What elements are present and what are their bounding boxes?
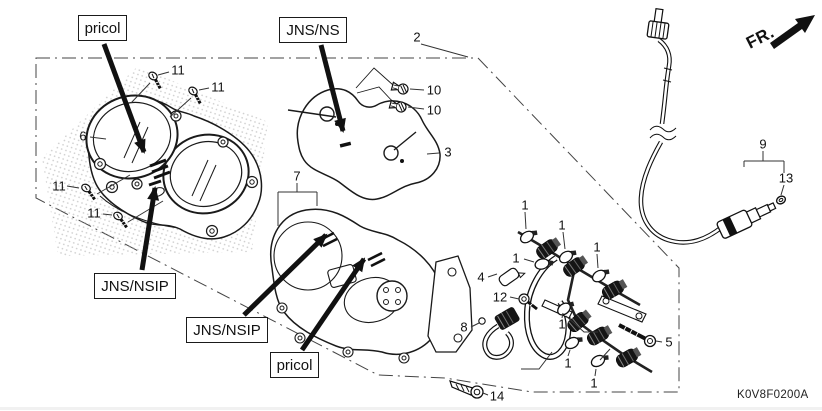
- screw-part12: [518, 293, 538, 311]
- meter-panel-jns-ns: [287, 67, 441, 201]
- callout-box-pricol-top: pricol: [78, 15, 127, 41]
- callout-box-pricol-bottom: pricol: [270, 352, 319, 378]
- part-number-11[interactable]: 11: [52, 178, 66, 194]
- meter-assembly-front: [85, 94, 263, 240]
- part-number-1[interactable]: 1: [590, 375, 598, 391]
- cap-part4: [498, 267, 526, 287]
- part-number-1[interactable]: 1: [564, 355, 572, 371]
- speedometer-cable: [638, 7, 787, 245]
- part-number-11[interactable]: 11: [171, 62, 185, 78]
- mounting-tabs: [93, 110, 259, 238]
- front-meter-target-marks: [148, 158, 171, 187]
- callout-box-jns-nsip-center: JNS/NSIP: [186, 317, 268, 343]
- callout-arrows: [101, 43, 367, 352]
- panel-target-mark: [339, 141, 352, 148]
- part-number-7[interactable]: 7: [293, 168, 301, 184]
- part-number-10[interactable]: 10: [426, 102, 442, 118]
- diagram-part-code: K0V8F0200A: [737, 389, 809, 401]
- group-boundary-chain-line: [35, 57, 680, 393]
- part-number-1[interactable]: 1: [512, 250, 520, 266]
- callout-box-jns-ns: JNS/NS: [279, 17, 347, 43]
- part-number-11[interactable]: 11: [87, 205, 101, 221]
- part-number-3[interactable]: 3: [444, 144, 452, 160]
- callout-box-jns-nsip-left: JNS/NSIP: [94, 273, 176, 299]
- part-number-10[interactable]: 10: [426, 82, 442, 98]
- meter-assembly-rear: [270, 208, 473, 364]
- fr-direction-arrow-icon: [770, 15, 815, 49]
- bulb-screw-10a: [390, 80, 410, 96]
- part-number-2[interactable]: 2: [413, 29, 421, 45]
- part-number-1[interactable]: 1: [521, 197, 529, 213]
- cable-connector-end: [716, 202, 777, 239]
- bulb-harness: [449, 225, 657, 399]
- part-number-5[interactable]: 5: [665, 334, 673, 350]
- part-number-6[interactable]: 6: [79, 128, 87, 144]
- page-edge: [0, 407, 822, 410]
- screw-part14: [449, 380, 484, 399]
- leader-lines: [66, 43, 785, 396]
- o-ring: [775, 195, 787, 205]
- part-number-13[interactable]: 13: [778, 170, 794, 186]
- sensor-wire-part8: [478, 307, 520, 360]
- part-number-1[interactable]: 1: [558, 316, 566, 332]
- part-number-14[interactable]: 14: [489, 388, 505, 404]
- part-number-8[interactable]: 8: [460, 319, 468, 335]
- part-number-1[interactable]: 1: [593, 239, 601, 255]
- part-number-9[interactable]: 9: [759, 136, 767, 152]
- part-number-1[interactable]: 1: [558, 217, 566, 233]
- part-number-4[interactable]: 4: [477, 269, 485, 285]
- part-number-12[interactable]: 12: [492, 289, 508, 305]
- part-number-11[interactable]: 11: [211, 79, 225, 95]
- bolt-part5: [618, 323, 657, 348]
